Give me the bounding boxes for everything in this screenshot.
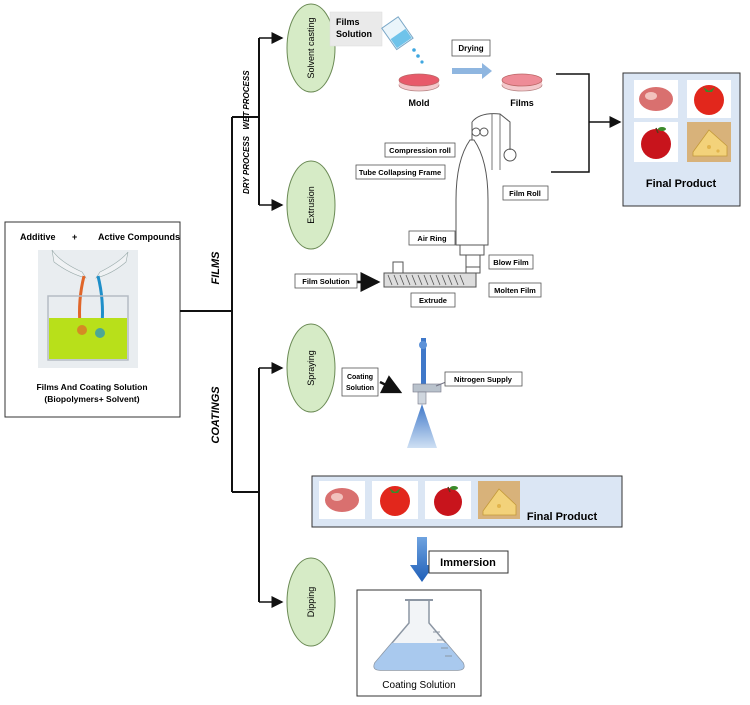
pouring-beaker-icon	[381, 16, 414, 51]
coatings-branch-label: COATINGS	[210, 386, 222, 444]
films-solution-line1: Films	[336, 17, 360, 27]
final-product-coatings: Final Product	[311, 475, 623, 528]
dry-process-label: DRY PROCESS	[242, 135, 251, 194]
drying-label: Drying	[458, 44, 483, 53]
active-compounds-label: Active Compounds	[98, 232, 180, 242]
spraying-illustration: Coating Solution Nitrogen Supply	[341, 338, 523, 448]
spray-cone	[407, 404, 437, 448]
films-branch-label: FILMS	[210, 251, 222, 285]
films-solution-line2: Solution	[336, 29, 372, 39]
drying-arrow-icon	[452, 63, 492, 79]
method-spraying: Spraying	[286, 323, 336, 413]
extrusion-label: Extrusion	[306, 186, 316, 224]
source-box: Additive + Active Compounds Films And Co…	[4, 221, 181, 418]
coating-solution-line2: Solution	[346, 385, 374, 392]
solvent-casting-illustration: Films Solution Mold Drying Films	[329, 11, 543, 108]
final-product-coatings-label: Final Product	[527, 511, 598, 523]
source-caption-line2: (Biopolymers+ Solvent)	[44, 394, 139, 404]
films-to-product-connectors	[551, 73, 622, 173]
beaker-illustration	[38, 249, 138, 368]
spraying-label: Spraying	[306, 350, 316, 386]
compression-roll-label: Compression roll	[389, 146, 451, 155]
extrusion-illustration: Compression roll Tube Collapsing Frame F…	[294, 113, 549, 308]
immersion-label: Immersion	[440, 557, 496, 569]
tree-connectors	[180, 38, 260, 602]
nitrogen-supply-label: Nitrogen Supply	[454, 375, 513, 384]
dipping-label: Dipping	[306, 587, 316, 618]
immersion-step: Immersion	[410, 537, 509, 582]
method-extrusion: Extrusion	[286, 160, 336, 250]
films-label: Films	[510, 98, 534, 108]
film-roll-label: Film Roll	[509, 189, 541, 198]
source-caption-line1: Films And Coating Solution	[36, 382, 147, 392]
mold-petri-dish-icon	[398, 73, 440, 92]
films-petri-dish-icon	[501, 73, 543, 92]
solvent-casting-label: Solvent casting	[306, 17, 316, 78]
blow-film-label: Blow Film	[493, 258, 529, 267]
branch-arrows	[259, 32, 284, 608]
tube-collapsing-frame-label: Tube Collapsing Frame	[359, 168, 441, 177]
final-product-films: Final Product	[622, 72, 741, 207]
mold-label: Mold	[409, 98, 430, 108]
erlenmeyer-flask-icon	[373, 599, 465, 671]
spray-gun-icon	[412, 338, 447, 405]
method-dipping: Dipping	[286, 557, 336, 647]
extrude-label: Extrude	[419, 296, 447, 305]
film-solution-label: Film Solution	[302, 277, 350, 286]
wet-process-label: WET PROCESS	[242, 70, 251, 130]
coating-solution-flask-box: Coating Solution	[356, 589, 482, 697]
air-ring-label: Air Ring	[417, 234, 447, 243]
additive-label: Additive	[20, 232, 56, 242]
method-solvent-casting: Solvent casting	[286, 3, 336, 93]
molten-film-label: Molten Film	[494, 286, 536, 295]
coating-solution-line1: Coating	[347, 374, 373, 381]
final-product-films-label: Final Product	[646, 178, 717, 190]
coating-solution-flask-label: Coating Solution	[382, 680, 455, 691]
plus-label: +	[72, 232, 77, 242]
immersion-arrow-icon	[410, 537, 434, 582]
